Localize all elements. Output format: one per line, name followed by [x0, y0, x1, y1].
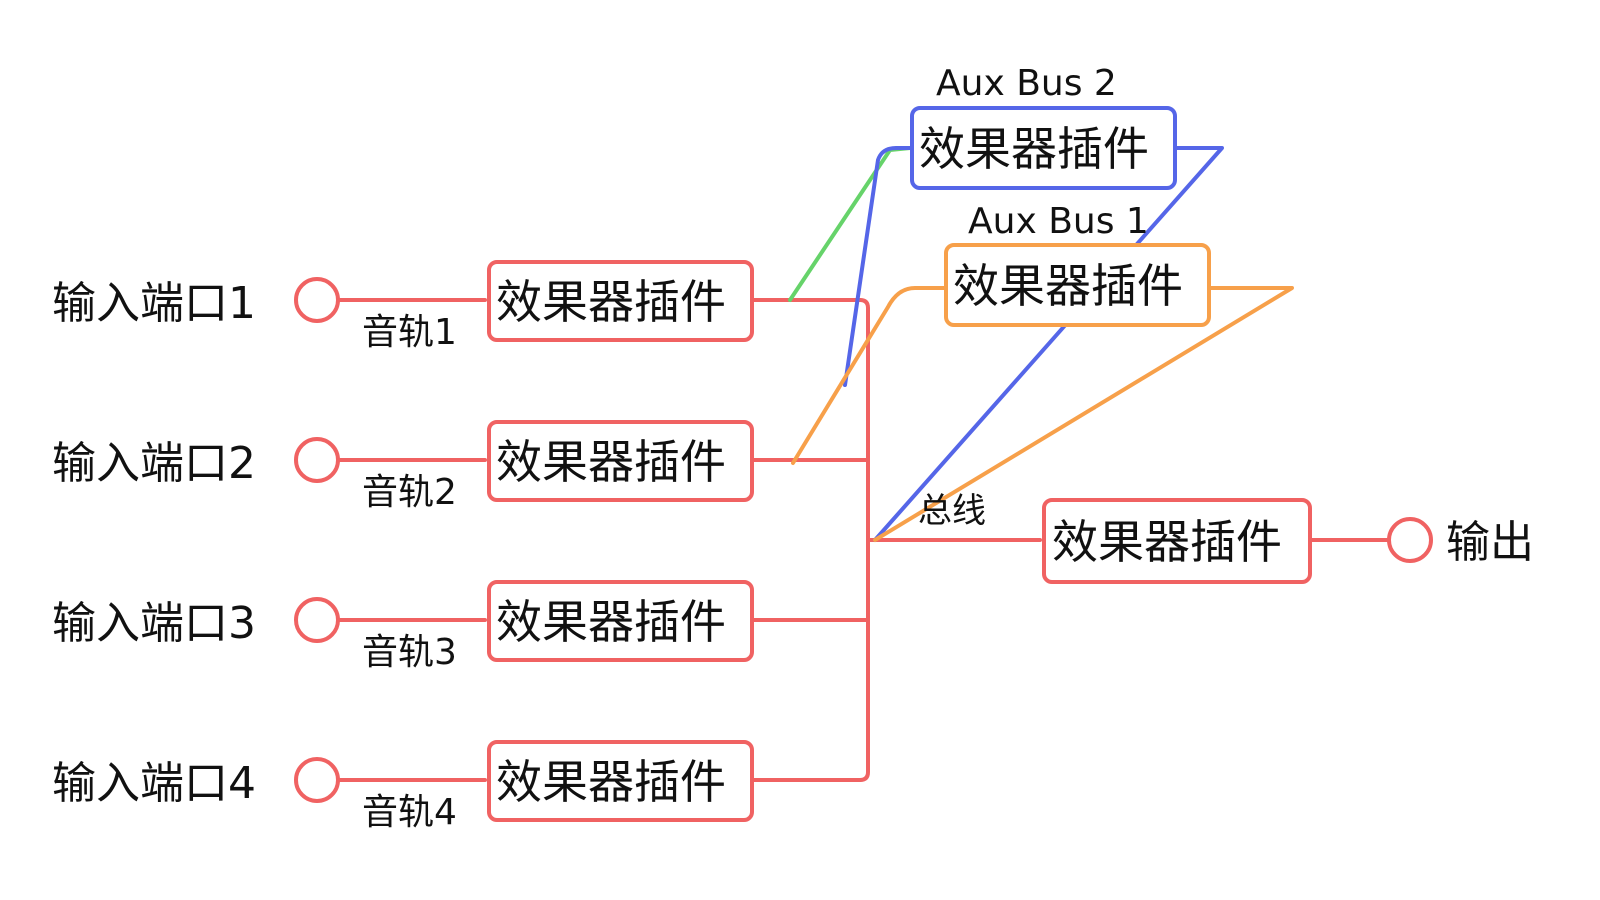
input-row-4: 输入端口4 音轨4 效果器插件: [52, 740, 754, 833]
aux2-return-line: [843, 146, 912, 387]
master-bus-label: 总线: [918, 491, 986, 531]
master-bus: 总线 效果器插件: [918, 491, 1312, 584]
input-port-node[interactable]: [294, 437, 340, 483]
input-port-label: 输入端口4: [52, 758, 256, 809]
aux-bus-2-label: Aux Bus 2: [936, 63, 1117, 104]
plugin-box[interactable]: 效果器插件: [487, 420, 754, 502]
aux2-to-master-line: [873, 146, 1224, 542]
plugin-box[interactable]: 效果器插件: [487, 260, 754, 342]
track-label: 音轨2: [362, 472, 457, 513]
aux1-to-master-line: [873, 286, 1294, 542]
aux1-send-line: [791, 286, 947, 465]
input-port-label: 输入端口1: [52, 278, 256, 329]
send-line-aux2: [788, 146, 912, 302]
plugin-label: 效果器插件: [496, 435, 726, 489]
input-row-2: 输入端口2 音轨2 效果器插件: [52, 420, 754, 513]
plugin-box[interactable]: 效果器插件: [487, 580, 754, 662]
track-label: 音轨3: [362, 632, 457, 673]
aux-bus-2: Aux Bus 2 效果器插件: [910, 63, 1177, 190]
input-row-1: 输入端口1 音轨1 效果器插件: [52, 260, 754, 353]
input-port-node[interactable]: [294, 597, 340, 643]
input-port-label: 输入端口2: [52, 438, 256, 489]
input-port-node[interactable]: [294, 277, 340, 323]
plugin-label: 效果器插件: [919, 122, 1149, 176]
aux-bus-2-plugin-box[interactable]: 效果器插件: [910, 106, 1177, 190]
aux-bus-1-plugin-box[interactable]: 效果器插件: [944, 243, 1211, 327]
main-signal-lines: [330, 298, 1392, 782]
plugin-label: 效果器插件: [496, 755, 726, 809]
plugin-box[interactable]: 效果器插件: [487, 740, 754, 822]
aux-bus-1-label: Aux Bus 1: [968, 201, 1149, 242]
plugin-label: 效果器插件: [953, 259, 1183, 313]
track-label: 音轨4: [362, 792, 457, 833]
aux-bus-1: Aux Bus 1 效果器插件: [944, 201, 1211, 327]
output-label: 输出: [1446, 517, 1534, 568]
input-row-3: 输入端口3 音轨3 效果器插件: [52, 580, 754, 673]
plugin-label: 效果器插件: [1052, 515, 1282, 569]
input-port-node[interactable]: [294, 757, 340, 803]
output-node[interactable]: [1387, 517, 1433, 563]
plugin-label: 效果器插件: [496, 275, 726, 329]
master-plugin-box[interactable]: 效果器插件: [1042, 498, 1312, 584]
plugin-label: 效果器插件: [496, 595, 726, 649]
input-port-label: 输入端口3: [52, 598, 256, 649]
output: 输出: [1387, 517, 1534, 568]
track-label: 音轨1: [362, 312, 457, 353]
